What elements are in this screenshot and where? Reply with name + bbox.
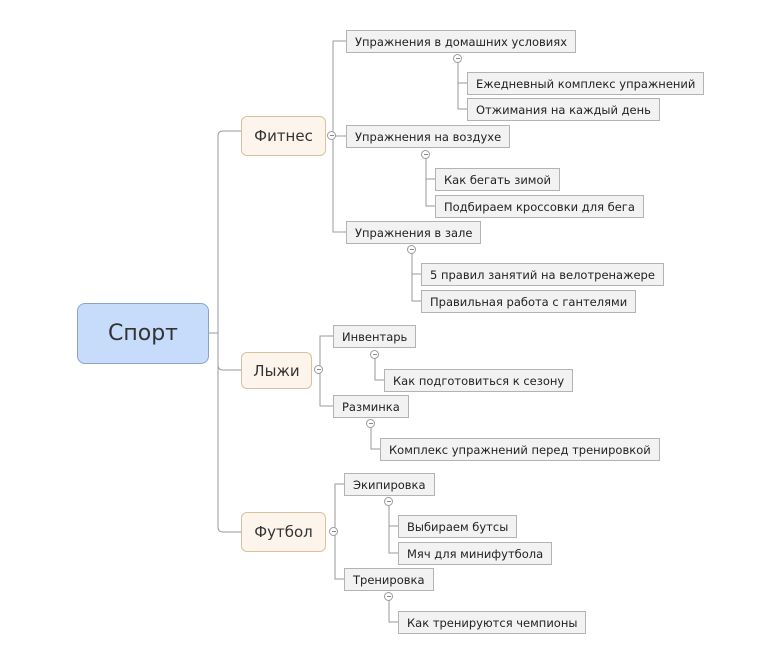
subtopic-pre-training-routine[interactable]: Комплекс упражнений перед тренировкой xyxy=(380,438,660,461)
subtopic-choosing-boots[interactable]: Выбираем бутсы xyxy=(398,515,518,538)
topic-label: Разминка xyxy=(342,399,400,414)
collapse-toggle-icon[interactable] xyxy=(453,54,462,63)
subtopic-label: Как подготовиться к сезону xyxy=(393,373,565,388)
football-gear-connector xyxy=(388,505,398,554)
subtopic-label: Как бегать зимой xyxy=(444,172,551,187)
collapse-toggle-icon[interactable] xyxy=(327,131,336,140)
fitness-home-connector xyxy=(457,62,467,110)
fitness-gym-connector xyxy=(411,253,421,302)
collapse-toggle-icon[interactable] xyxy=(366,419,375,428)
topic-label: Экипировка xyxy=(353,477,426,492)
topic-outdoor-exercises[interactable]: Упражнения на воздухе xyxy=(346,125,511,148)
football-connector xyxy=(334,483,344,580)
football-training-connector xyxy=(388,600,398,623)
collapse-toggle-icon[interactable] xyxy=(370,350,379,359)
branch-label: Футбол xyxy=(254,523,313,541)
subtopic-champions-training[interactable]: Как тренируются чемпионы xyxy=(398,611,587,634)
fitness-outdoor-connector xyxy=(425,158,435,207)
branch-football[interactable]: Футбол xyxy=(241,512,326,552)
root-topic-label: Спорт xyxy=(108,321,178,346)
subtopic-label: Выбираем бутсы xyxy=(407,519,509,534)
branch-label: Лыжи xyxy=(253,361,300,380)
collapse-toggle-icon[interactable] xyxy=(314,365,323,374)
subtopic-label: 5 правил занятий на велотренажере xyxy=(430,267,655,282)
collapse-toggle-icon[interactable] xyxy=(407,245,416,254)
topic-gym-exercises[interactable]: Упражнения в зале xyxy=(346,221,482,244)
subtopic-futsal-ball[interactable]: Мяч для минифутбола xyxy=(398,542,553,565)
topic-label: Упражнения на воздухе xyxy=(355,129,502,144)
branch-skiing[interactable]: Лыжи xyxy=(241,352,312,389)
branch-fitness[interactable]: Фитнес xyxy=(241,116,326,156)
collapse-toggle-icon[interactable] xyxy=(384,497,393,506)
subtopic-label: Подбираем кроссовки для бега xyxy=(444,199,635,214)
root-to-branches-connector xyxy=(209,130,241,533)
subtopic-label: Комплекс упражнений перед тренировкой xyxy=(389,442,651,457)
skiing-equipment-connector xyxy=(374,358,384,381)
topic-label: Тренировка xyxy=(353,572,425,587)
root-topic-sport[interactable]: Спорт xyxy=(77,303,209,364)
topic-ski-equipment[interactable]: Инвентарь xyxy=(333,325,417,348)
subtopic-dumbbells[interactable]: Правильная работа с гантелями xyxy=(421,290,637,313)
collapse-toggle-icon[interactable] xyxy=(384,592,393,601)
topic-home-exercises[interactable]: Упражнения в домашних условиях xyxy=(346,30,577,53)
collapse-toggle-icon[interactable] xyxy=(421,150,430,159)
skiing-warmup-connector xyxy=(370,427,380,450)
collapse-toggle-icon[interactable] xyxy=(329,527,338,536)
skiing-connector xyxy=(319,335,333,407)
subtopic-label: Как тренируются чемпионы xyxy=(407,615,578,630)
subtopic-winter-running[interactable]: Как бегать зимой xyxy=(435,168,560,191)
subtopic-daily-pushups[interactable]: Отжимания на каждый день xyxy=(467,98,660,121)
topic-label: Инвентарь xyxy=(342,329,408,344)
subtopic-running-shoes[interactable]: Подбираем кроссовки для бега xyxy=(435,195,644,218)
topic-ski-warmup[interactable]: Разминка xyxy=(333,395,409,418)
topic-label: Упражнения в зале xyxy=(355,225,473,240)
subtopic-daily-routine[interactable]: Ежедневный комплекс упражнений xyxy=(467,72,705,95)
subtopic-label: Ежедневный комплекс упражнений xyxy=(476,76,696,91)
topic-football-training[interactable]: Тренировка xyxy=(344,568,434,591)
subtopic-label: Мяч для минифутбола xyxy=(407,546,544,561)
subtopic-label: Правильная работа с гантелями xyxy=(430,294,628,309)
subtopic-label: Отжимания на каждый день xyxy=(476,102,651,117)
subtopic-exercise-bike-rules[interactable]: 5 правил занятий на велотренажере xyxy=(421,263,664,286)
topic-label: Упражнения в домашних условиях xyxy=(355,34,568,49)
branch-label: Фитнес xyxy=(254,127,313,145)
topic-football-gear[interactable]: Экипировка xyxy=(344,473,435,496)
subtopic-season-prep[interactable]: Как подготовиться к сезону xyxy=(384,369,574,392)
